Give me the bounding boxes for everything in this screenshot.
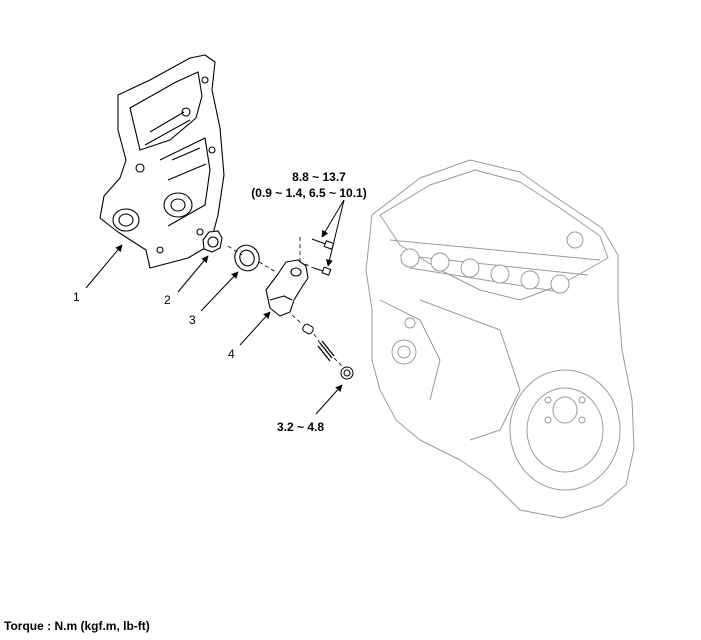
callout-number-2: 2	[164, 293, 171, 307]
assembly-guide-lines	[227, 237, 345, 369]
oil-pump-gasket	[234, 244, 260, 272]
pump-mounting-bolts	[311, 238, 335, 276]
callout-number-4: 4	[228, 347, 235, 361]
oil-pump-housing	[265, 259, 309, 317]
torque-units-note: Torque : N.m (kgf.m, lb-ft)	[4, 619, 150, 633]
relief-valve-parts	[302, 323, 354, 380]
bolt-torque-spec: 8.8 ~ 13.7	[292, 170, 346, 184]
callout-number-3: 3	[189, 313, 196, 327]
callout-leaders	[85, 199, 345, 415]
bolt-torque-spec-alt-units: (0.9 ~ 1.4, 6.5 ~ 10.1)	[251, 186, 367, 200]
plug-torque-spec: 3.2 ~ 4.8	[277, 420, 325, 434]
oil-pump-sprocket	[202, 230, 223, 253]
engine-assembly	[365, 159, 635, 519]
timing-chain-cover	[99, 54, 225, 269]
callout-number-1: 1	[73, 290, 80, 304]
